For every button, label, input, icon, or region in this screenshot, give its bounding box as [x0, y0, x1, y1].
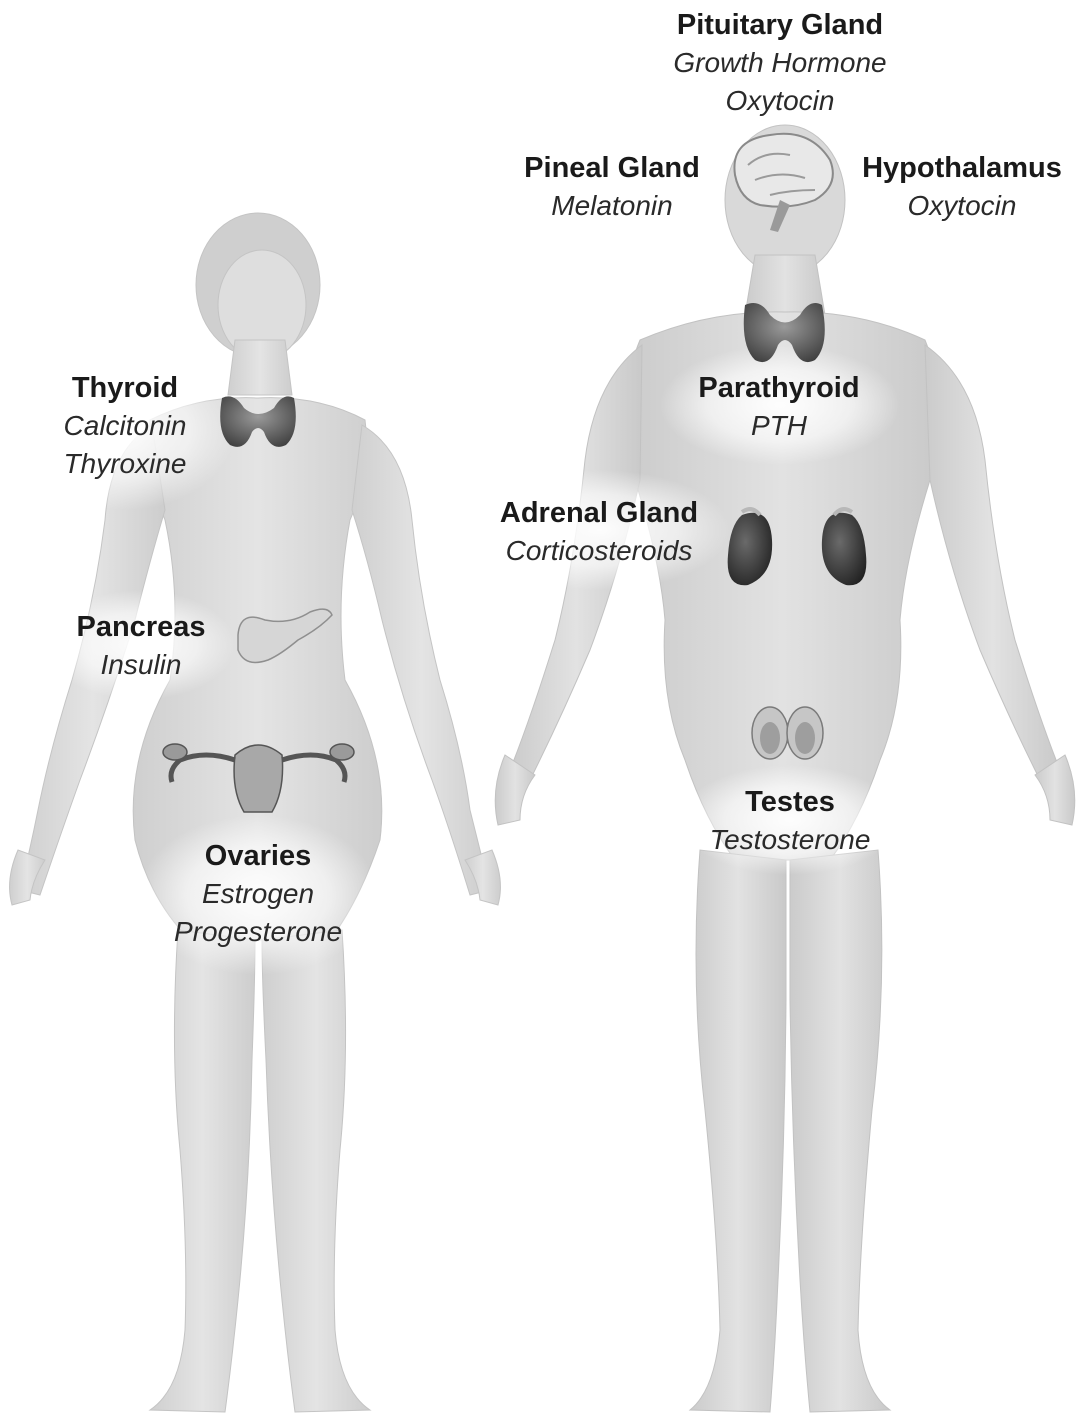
parathyroid-name: Parathyroid	[698, 369, 859, 407]
thyroid-label: Thyroid Calcitonin Thyroxine	[64, 369, 187, 483]
thyroid-hormone: Calcitonin	[64, 407, 187, 445]
ovaries-name: Ovaries	[174, 837, 342, 875]
pancreas-name: Pancreas	[77, 608, 206, 646]
thyroid-name: Thyroid	[64, 369, 187, 407]
pituitary-label: Pituitary Gland Growth Hormone Oxytocin	[673, 6, 886, 120]
pineal-label: Pineal Gland Melatonin	[524, 149, 700, 225]
ovaries-hormone: Estrogen	[174, 875, 342, 913]
pineal-name: Pineal Gland	[524, 149, 700, 187]
parathyroid-hormone: PTH	[698, 407, 859, 445]
ovaries-label: Ovaries Estrogen Progesterone	[174, 837, 342, 951]
pituitary-hormone: Oxytocin	[673, 82, 886, 120]
ovaries-hormone: Progesterone	[174, 913, 342, 951]
hypothalamus-name: Hypothalamus	[862, 149, 1062, 187]
hypothalamus-hormone: Oxytocin	[862, 187, 1062, 225]
testes-label: Testes Testosterone	[710, 783, 871, 859]
pancreas-hormone: Insulin	[77, 646, 206, 684]
adrenal-name: Adrenal Gland	[500, 494, 698, 532]
hypothalamus-label: Hypothalamus Oxytocin	[862, 149, 1062, 225]
testes-name: Testes	[710, 783, 871, 821]
adrenal-hormone: Corticosteroids	[500, 532, 698, 570]
pineal-hormone: Melatonin	[524, 187, 700, 225]
pituitary-name: Pituitary Gland	[673, 6, 886, 44]
thyroid-hormone: Thyroxine	[64, 445, 187, 483]
parathyroid-label: Parathyroid PTH	[698, 369, 859, 445]
adrenal-label: Adrenal Gland Corticosteroids	[500, 494, 698, 570]
testes-hormone: Testosterone	[710, 821, 871, 859]
pituitary-hormone: Growth Hormone	[673, 44, 886, 82]
pancreas-label: Pancreas Insulin	[77, 608, 206, 684]
